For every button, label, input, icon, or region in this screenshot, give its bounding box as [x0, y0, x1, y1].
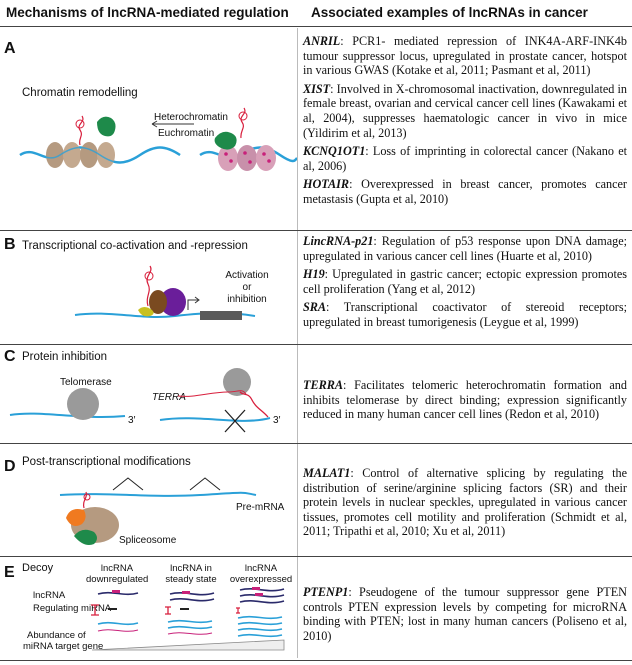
heterochromatin-label: Heterochromatin — [154, 112, 228, 123]
section-title-b: Transcriptional co-activation and -repre… — [22, 240, 248, 252]
example-sra: SRA: Transcriptional coactivator of ster… — [303, 300, 627, 329]
example-hotair: HOTAIR: Overexpressed in breast cancer, … — [303, 177, 627, 206]
decoy-illustration — [91, 587, 285, 651]
three-prime-a-label: 3′ — [128, 415, 136, 426]
inhibition-label: inhibition — [227, 294, 267, 305]
protein-inhibition-illustration — [9, 368, 271, 433]
euchromatin-label: Euchromatin — [158, 128, 215, 139]
three-prime-b-label: 3′ — [273, 415, 281, 426]
section-letter-c: C — [4, 348, 16, 365]
col1-label-line2: downregulated — [86, 574, 149, 585]
section-letter-a: A — [4, 40, 16, 57]
mechanism-illustrations — [9, 107, 297, 651]
examples-d: MALAT1: Control of alternative splicing … — [303, 466, 627, 543]
divider-c-d — [0, 443, 632, 444]
chromatin-remodelling-illustration — [19, 107, 297, 171]
example-xist: XIST: Involved in X-chromosomal inactiva… — [303, 81, 627, 140]
activation-label: Activation — [225, 270, 269, 281]
pre-mrna-label: Pre-mRNA — [236, 502, 285, 513]
col1-label-line1: lncRNA — [100, 563, 134, 574]
telomerase-label: Telomerase — [60, 377, 112, 388]
examples-c: TERRA: Facilitates telomeric heterochrom… — [303, 378, 627, 426]
examples-a: ANRIL: PCR1- mediated repression of INK4… — [303, 34, 627, 211]
section-title-c: Protein inhibition — [22, 351, 108, 363]
section-title-a: Chromatin remodelling — [22, 87, 138, 99]
example-ptenp1: PTENP1: Pseudogene of the tumour suppres… — [303, 585, 627, 643]
splicing-illustration — [59, 477, 257, 545]
header-rule — [0, 26, 632, 27]
transcription-illustration — [74, 265, 256, 320]
row-lncrna-label: lncRNA — [33, 590, 66, 601]
col3-label-line2: overexpressed — [229, 574, 293, 585]
terra-label: TERRA — [152, 392, 186, 403]
section-letter-b: B — [4, 236, 16, 253]
section-letter-e: E — [4, 564, 15, 581]
row-mirna-label: Regulating miRNA — [33, 603, 112, 614]
divider-b-c — [0, 344, 632, 345]
example-lincrna-p21: LincRNA-p21: Regulation of p53 response … — [303, 234, 627, 263]
example-anril: ANRIL: PCR1- mediated repression of INK4… — [303, 34, 627, 78]
row-abundance-label-line1: Abundance of — [27, 630, 86, 641]
column-divider — [297, 28, 298, 658]
bottom-rule — [0, 660, 632, 661]
examples-header: Associated examples of lncRNAs in cancer — [311, 5, 588, 20]
example-kcnq1ot1: KCNQ1OT1: Loss of imprinting in colorect… — [303, 144, 627, 173]
examples-e: PTENP1: Pseudogene of the tumour suppres… — [303, 585, 627, 647]
col3-label-line1: lncRNA — [244, 563, 278, 574]
section-title-d: Post-transcriptional modifications — [22, 456, 191, 468]
section-title-e: Decoy — [22, 562, 54, 574]
col2-label-line1: lncRNA in — [170, 563, 212, 574]
divider-d-e — [0, 556, 632, 557]
section-letter-d: D — [4, 458, 16, 475]
example-h19: H19: Upregulated in gastric cancer; ecto… — [303, 267, 627, 296]
example-malat1: MALAT1: Control of alternative splicing … — [303, 466, 627, 539]
spliceosome-label: Spliceosome — [119, 535, 177, 546]
example-terra: TERRA: Facilitates telomeric heterochrom… — [303, 378, 627, 422]
examples-b: LincRNA-p21: Regulation of p53 response … — [303, 234, 627, 334]
row-abundance-label-line2: miRNA target gene — [23, 641, 104, 652]
divider-a-b — [0, 230, 632, 231]
mechanisms-header: Mechanisms of lncRNA-mediated regulation — [6, 5, 289, 20]
or-label: or — [242, 282, 252, 293]
col2-label-line2: steady state — [165, 574, 217, 585]
